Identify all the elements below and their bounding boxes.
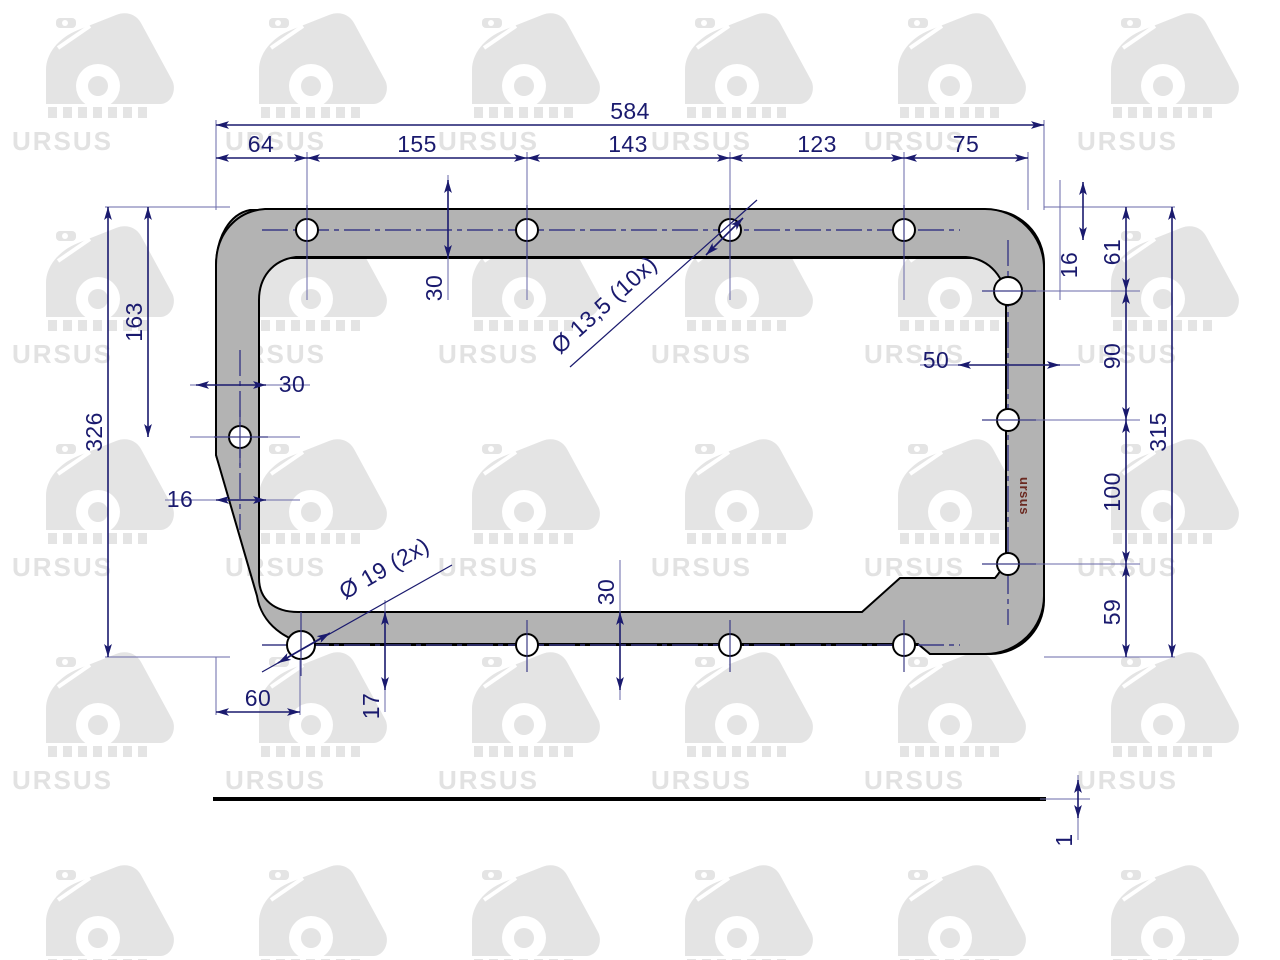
dim-label-61: 61 [1099,239,1125,265]
dim-label-326: 326 [81,412,107,452]
dim-label-top-30: 30 [421,275,447,301]
dimensions-interior: 30 30 [421,180,624,690]
dimensions-top: 584 64 155 143 123 75 [216,98,1044,162]
edge-section-view: 1 [213,775,1090,847]
hole-centre-marks [214,205,1036,676]
dim-label-123: 123 [797,131,837,157]
dim-label-left-16: 16 [167,486,193,512]
dim-label-17: 17 [358,693,384,719]
dim-label-90: 90 [1099,343,1125,369]
dim-label-60: 60 [245,685,271,711]
dimensions-left: 326 163 30 16 [81,207,305,657]
dim-label-left-30: 30 [279,371,305,397]
dim-label-163: 163 [121,302,147,342]
dim-label-bottom-30: 30 [593,579,619,605]
dim-label-50: 50 [923,347,949,373]
dim-label-143: 143 [608,131,648,157]
dim-label-64: 64 [248,131,274,157]
dim-label-584: 584 [610,98,650,124]
brand-mark-ursus: ursus [1017,477,1032,515]
dim-label-right-16: 16 [1056,252,1082,278]
dim-label-315: 315 [1145,412,1171,452]
dim-label-155: 155 [397,131,437,157]
leader-arrows-13-5 [705,217,744,256]
dim-label-59: 59 [1099,599,1125,625]
dim-label-100: 100 [1099,472,1125,512]
leader-arrows-19 [277,632,331,664]
dimensions-right: 315 61 16 90 100 59 50 [923,182,1176,657]
dimensions-bottom: 60 17 [216,612,389,719]
dim-label-thickness-1: 1 [1051,833,1077,846]
dim-label-75: 75 [953,131,979,157]
